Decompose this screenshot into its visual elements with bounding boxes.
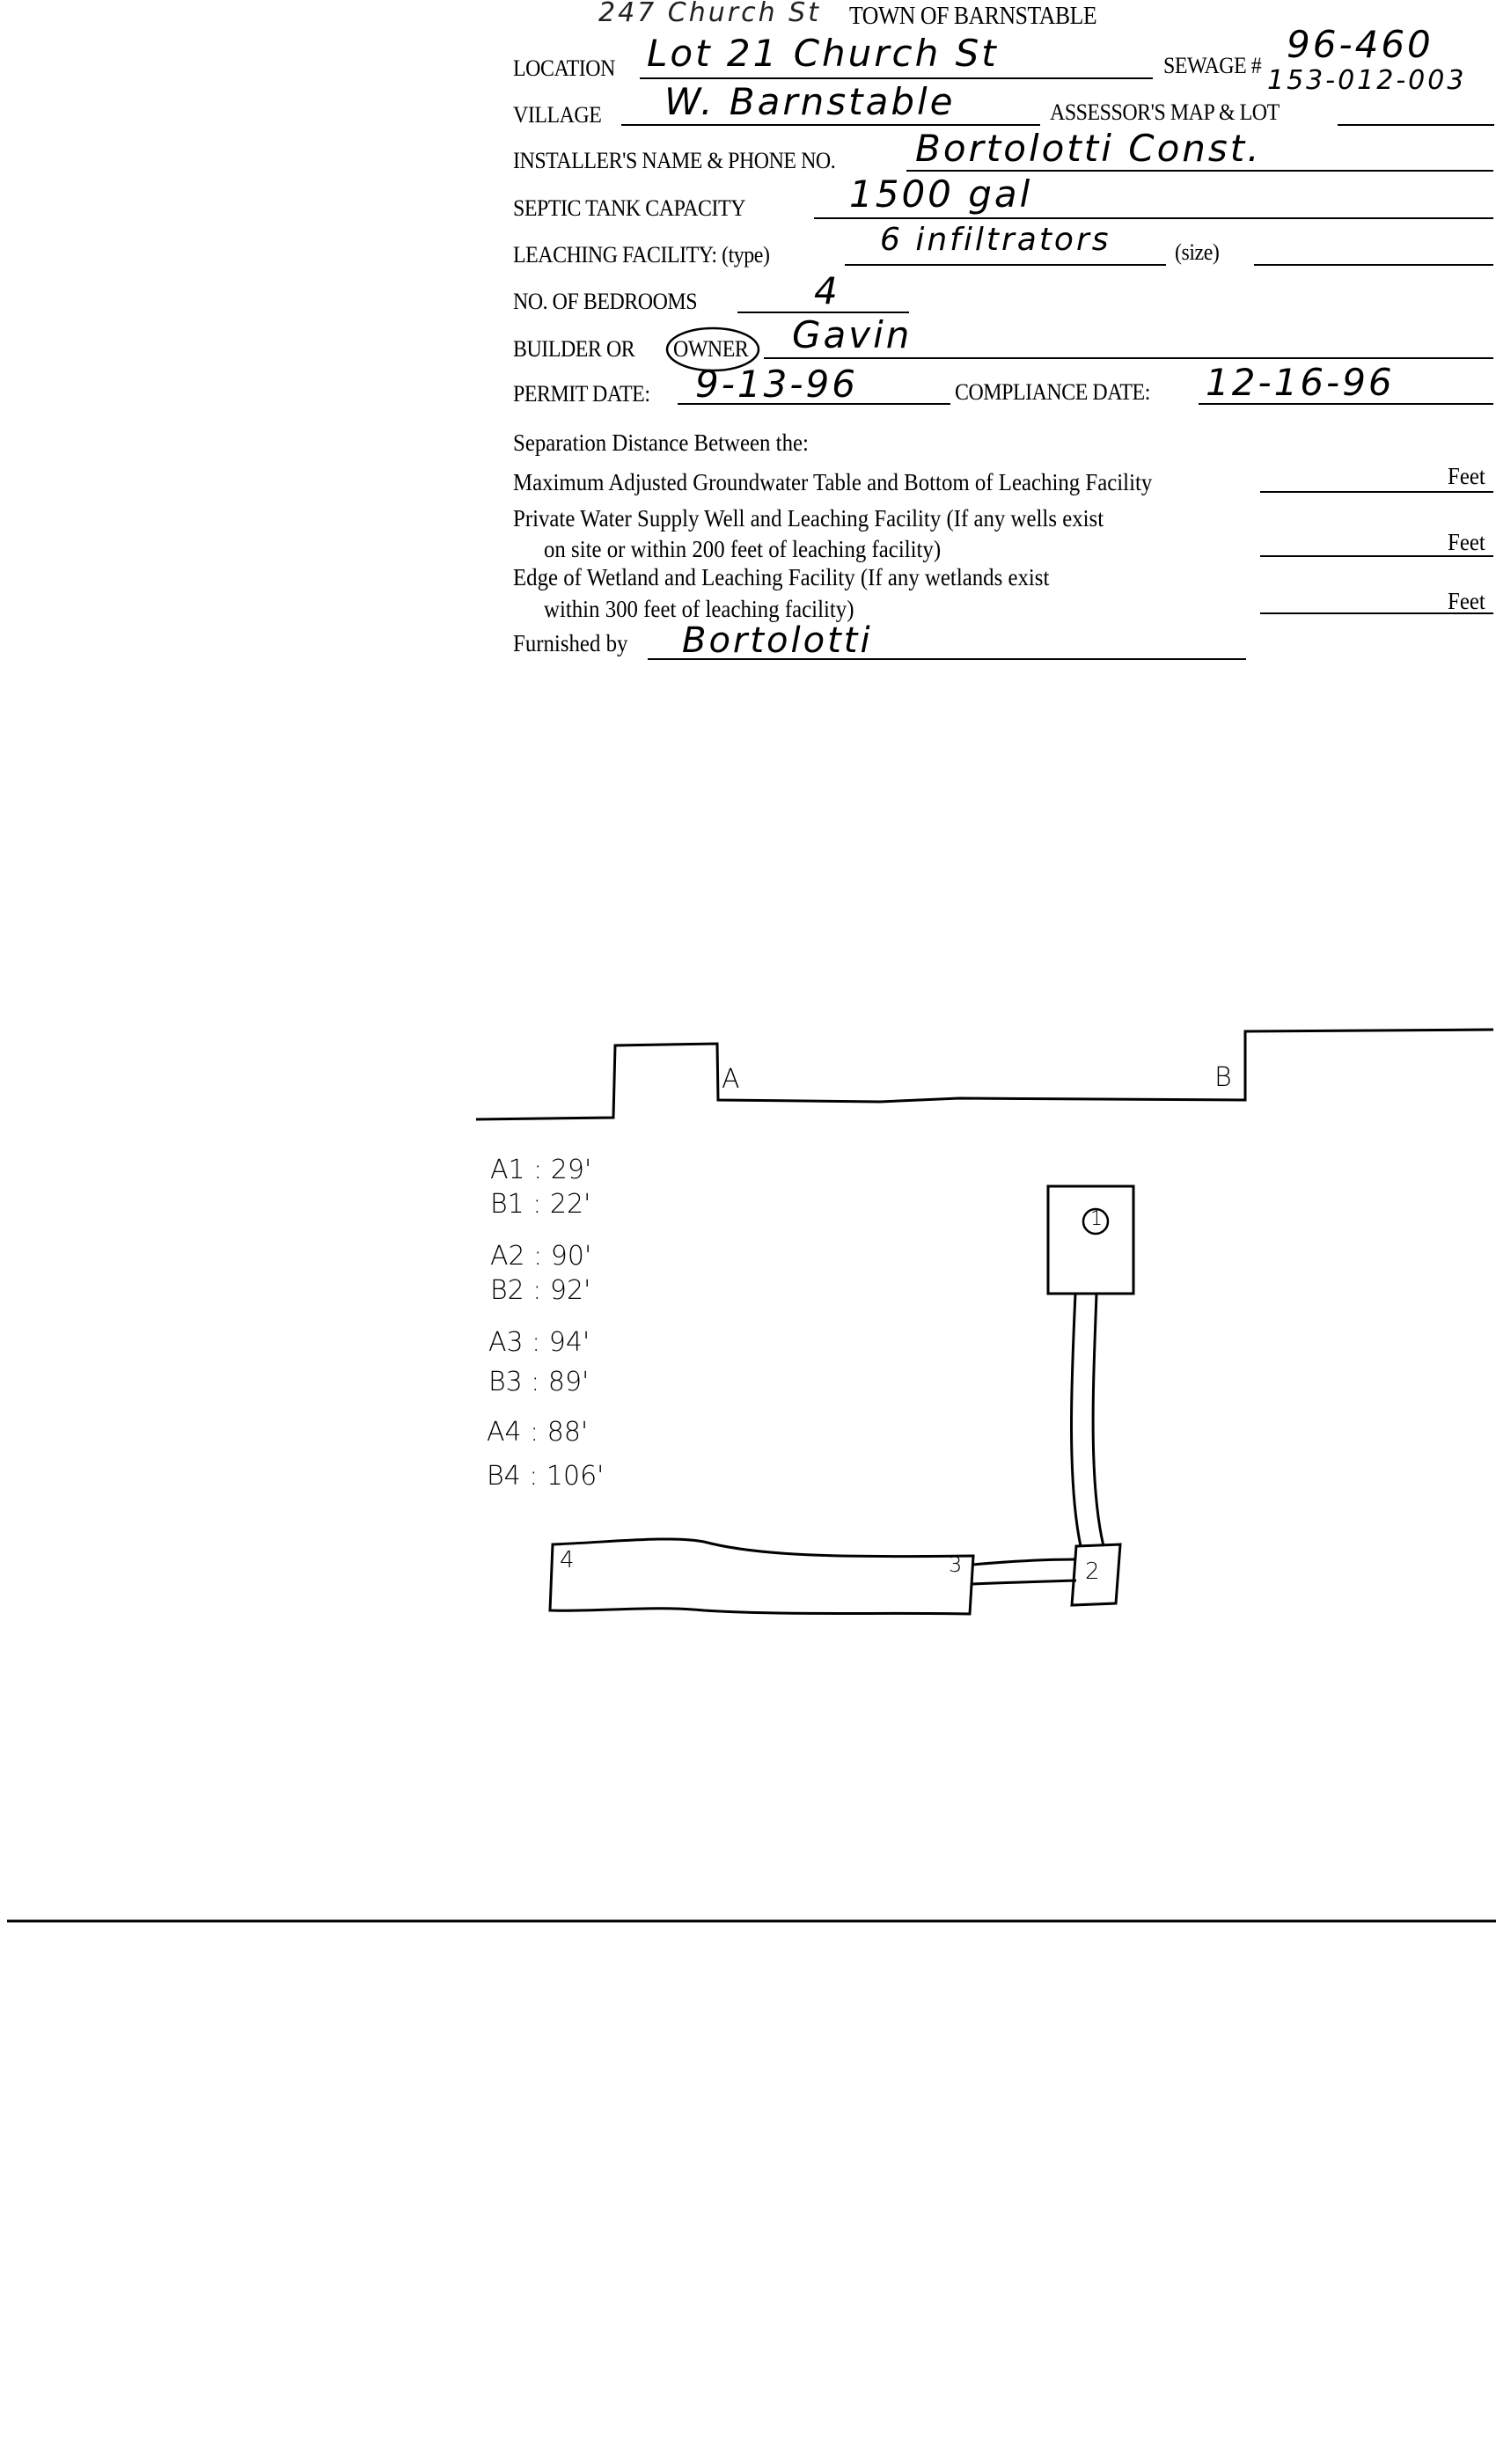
separation-wetland-label-2: within 300 feet of leaching facility)	[544, 596, 854, 622]
measurement-b3: B3 : 89'	[488, 1367, 590, 1397]
assessor-label: ASSESSOR'S MAP & LOT	[1050, 99, 1280, 125]
leaching-type-line	[845, 264, 1166, 266]
leaching-field	[548, 1537, 975, 1616]
well-feet-unit: Feet	[1448, 529, 1485, 555]
furnished-by-label: Furnished by	[513, 630, 628, 656]
measurement-a4: A4 : 88'	[487, 1417, 589, 1448]
permit-date-line	[678, 403, 950, 405]
bedrooms-line	[737, 312, 909, 313]
installer-line	[906, 170, 1493, 172]
field-end-label: 3	[949, 1552, 963, 1577]
furnished-by-signature[interactable]: Bortolotti	[682, 620, 873, 661]
installer-field[interactable]: Bortolotti Const.	[915, 127, 1262, 170]
leaching-size-field[interactable]	[1254, 264, 1493, 266]
pipe-tank-to-dbox	[1070, 1293, 1105, 1547]
village-field[interactable]: W. Barnstable	[664, 80, 956, 123]
form-title: TOWN OF BARNSTABLE	[849, 3, 1097, 30]
village-label: VILLAGE	[513, 102, 602, 128]
well-feet-field[interactable]	[1260, 555, 1493, 557]
leaching-label: LEACHING FACILITY: (type)	[513, 242, 770, 268]
septic-tank-box	[1046, 1184, 1135, 1295]
tank-number-label: 1	[1090, 1208, 1103, 1230]
compliance-date-field[interactable]: 12-16-96	[1206, 361, 1395, 404]
permit-date-label: PERMIT DATE:	[513, 381, 650, 407]
builder-label: BUILDER OR	[513, 336, 635, 362]
field-start-label: 4	[560, 1547, 575, 1573]
header-handwritten-note: 247 Church St	[598, 0, 821, 28]
location-line	[640, 77, 1153, 79]
septic-label: SEPTIC TANK CAPACITY	[513, 195, 746, 221]
compliance-date-label: COMPLIANCE DATE:	[955, 379, 1150, 405]
tank-number-circle	[1082, 1207, 1110, 1236]
measurement-b2: B2 : 92'	[490, 1275, 591, 1306]
installer-label: INSTALLER'S NAME & PHONE NO.	[513, 148, 836, 173]
reference-point-b: B	[1214, 1062, 1232, 1093]
leaching-size-label: (size)	[1175, 239, 1220, 265]
reference-point-a: A	[722, 1064, 740, 1095]
assessor-line	[1338, 124, 1494, 126]
bedrooms-field[interactable]: 4	[814, 269, 840, 312]
village-line	[621, 124, 1040, 126]
pipe-dbox-to-field	[972, 1558, 1077, 1586]
septic-capacity-field[interactable]: 1500 gal	[849, 172, 1033, 216]
location-label: LOCATION	[513, 55, 615, 81]
distribution-box	[1070, 1543, 1122, 1607]
measurement-a3: A3 : 94'	[488, 1327, 590, 1358]
septic-line	[814, 217, 1493, 219]
sewage-label: SEWAGE #	[1163, 53, 1262, 78]
groundwater-feet-unit: Feet	[1448, 463, 1485, 489]
wetland-feet-unit: Feet	[1448, 588, 1485, 614]
groundwater-feet-field[interactable]	[1260, 491, 1493, 493]
builder-owner-field[interactable]: Gavin	[792, 313, 913, 356]
measurement-a1: A1 : 29'	[490, 1155, 592, 1185]
dbox-number-label: 2	[1085, 1558, 1100, 1585]
separation-wetland-label: Edge of Wetland and Leaching Facility (I…	[513, 564, 1050, 590]
compliance-date-line	[1199, 403, 1493, 405]
permit-date-field[interactable]: 9-13-96	[695, 363, 858, 406]
separation-heading: Separation Distance Between the:	[513, 429, 809, 456]
assessor-map-lot-field[interactable]: 153-012-003	[1267, 65, 1467, 96]
leaching-type-field[interactable]: 6 infiltrators	[880, 222, 1111, 258]
sewage-number-field[interactable]: 96-460	[1287, 23, 1434, 66]
separation-groundwater-label: Maximum Adjusted Groundwater Table and B…	[513, 469, 1153, 495]
separation-well-label: Private Water Supply Well and Leaching F…	[513, 505, 1104, 532]
separation-well-label-2: on site or within 200 feet of leaching f…	[544, 536, 942, 562]
wetland-feet-field[interactable]	[1260, 612, 1493, 614]
location-field[interactable]: Lot 21 Church St	[647, 32, 999, 75]
bedrooms-label: NO. OF BEDROOMS	[513, 289, 698, 314]
house-outline	[475, 1028, 1494, 1121]
measurement-a2: A2 : 90'	[490, 1241, 592, 1272]
measurement-b1: B1 : 22'	[490, 1189, 591, 1220]
measurement-b4: B4 : 106'	[487, 1461, 605, 1492]
builder-line	[764, 357, 1493, 359]
furnished-by-line	[648, 658, 1246, 660]
